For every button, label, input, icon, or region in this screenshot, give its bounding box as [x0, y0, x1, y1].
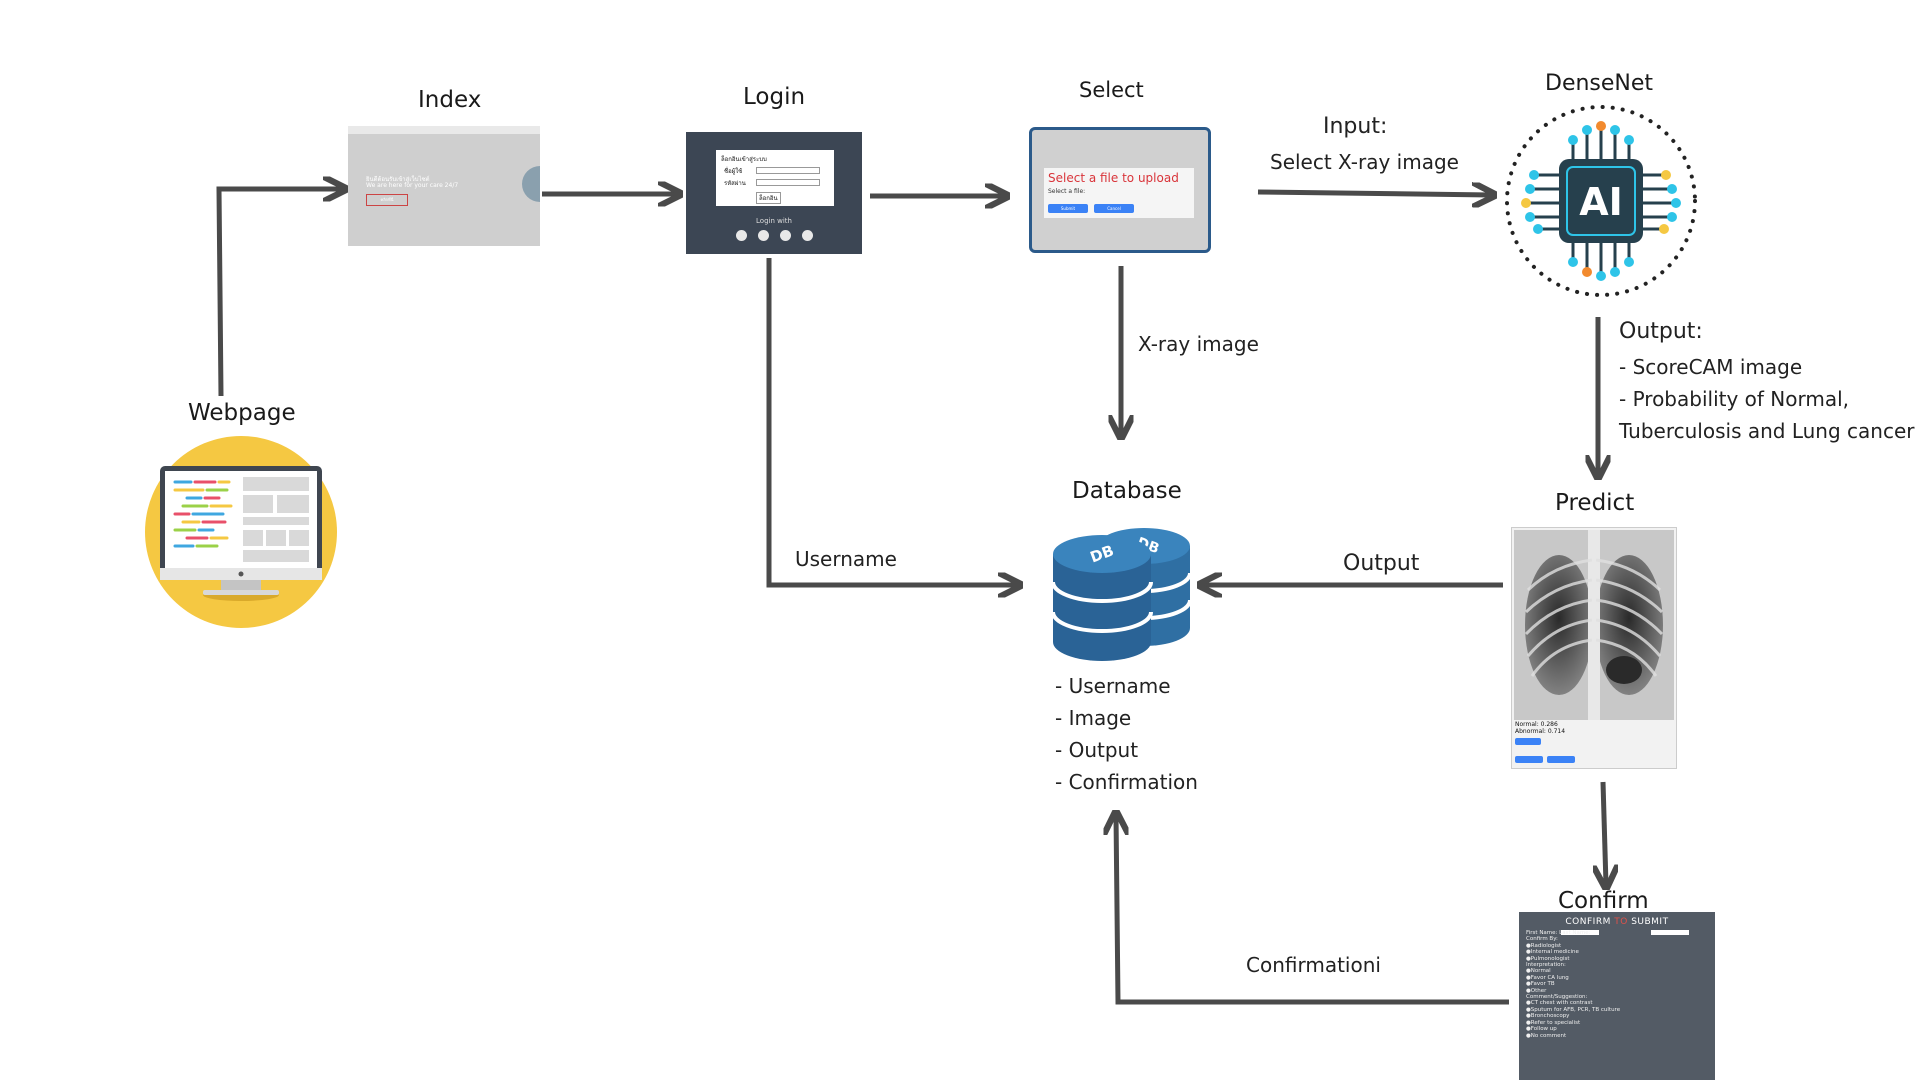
- login-form-panel: ล็อกอินเข้าสู่ระบบ ชื่อผู้ใช้ รหัสผ่าน ล…: [716, 150, 834, 206]
- confirm-line: ●Pulmonologist: [1526, 955, 1570, 962]
- confirm-line: ●Sputum for AFB, PCR, TB culture: [1526, 1006, 1621, 1013]
- confirm-line: ●Favor CA lung: [1526, 974, 1569, 981]
- confirm-line: First Name: Last Name:: [1526, 930, 1591, 936]
- database-field: - Output: [1055, 738, 1139, 762]
- confirm-header-b: SUBMIT: [1631, 917, 1669, 927]
- chest-xray-icon: [1514, 530, 1674, 720]
- ai-chip-label: AI: [1579, 180, 1623, 224]
- arrow-confirm-to-database: [1116, 815, 1509, 1005]
- select-title: Select: [1079, 78, 1144, 102]
- database-fields-list: - Username - Image - Output - Confirmati…: [1055, 670, 1198, 798]
- database-field: - Image: [1055, 706, 1132, 730]
- confirm-line: ●Normal: [1526, 968, 1551, 975]
- select-page-thumbnail: Select a file to upload Select a file: S…: [1029, 127, 1211, 253]
- confirm-line: ●CT chest with contrast: [1526, 1000, 1593, 1007]
- arrow-select-to-densenet: [1257, 192, 1492, 195]
- output-item: Tuberculosis and Lung cancer: [1619, 419, 1915, 443]
- index-headline: ยินดีต้อนรับเข้าสู่เว็บไซต์: [366, 176, 430, 183]
- confirm-line: Confirm By:: [1526, 936, 1558, 943]
- confirm-header-a: CONFIRM: [1565, 917, 1611, 927]
- select-submit-button: Submit: [1048, 204, 1088, 213]
- confirm-line: Comment/Suggestion:: [1526, 994, 1588, 1001]
- input-title: Input:: [1323, 114, 1388, 139]
- login-page-thumbnail: ล็อกอินเข้าสู่ระบบ ชื่อผู้ใช้ รหัสผ่าน ล…: [686, 132, 862, 254]
- confirm-line: Interpretation:: [1526, 962, 1566, 969]
- normal-probability: Normal: 0.286: [1515, 721, 1558, 728]
- output-section-title: Output:: [1619, 319, 1703, 344]
- abnormal-probability: Abnormal: 0.714: [1515, 728, 1566, 735]
- username-label: Username: [795, 547, 897, 571]
- arrow-login-to-database: [766, 258, 1018, 585]
- login-title: Login: [743, 84, 806, 110]
- database-field: - Username: [1055, 674, 1171, 698]
- index-title: Index: [418, 87, 482, 113]
- login-heading: ล็อกอินเข้าสู่ระบบ: [721, 156, 767, 163]
- index-nav-bar: [348, 126, 540, 134]
- confirm-line: ●Favor TB: [1526, 981, 1555, 988]
- select-upload-panel: Select a file to upload Select a file: S…: [1044, 168, 1194, 218]
- output-section-list: - ScoreCAM image - Probability of Normal…: [1619, 351, 1915, 447]
- confirm-line: ●Radiologist: [1526, 942, 1562, 949]
- xray-image-label: X-ray image: [1138, 332, 1259, 356]
- google-icon: [758, 230, 769, 241]
- index-page-thumbnail: ยินดีต้อนรับเข้าสู่เว็บไซต์ We are here …: [348, 126, 540, 246]
- confirm-page-thumbnail: CONFIRM TO SUBMIT First Name: Last Name:…: [1519, 912, 1715, 1080]
- login-user-label: ชื่อผู้ใช้: [724, 168, 743, 175]
- login-submit-button: ล็อกอิน: [756, 192, 781, 204]
- monitor-icon: [145, 436, 337, 628]
- database-icon: DB DB: [1051, 528, 1192, 661]
- output-item: - Probability of Normal,: [1619, 387, 1850, 411]
- ai-chip-icon: AI: [1505, 105, 1697, 297]
- xray-image: [1514, 530, 1674, 720]
- predict-results: Normal: 0.286 Abnormal: 0.714: [1515, 721, 1565, 735]
- input-text: Select X-ray image: [1270, 150, 1459, 174]
- confirm-line: ●Bronchoscopy: [1526, 1013, 1570, 1020]
- predict-button-1: [1515, 738, 1541, 745]
- confirm-line: ●Internal medicine: [1526, 949, 1579, 956]
- login-pass-field: [756, 179, 820, 186]
- densenet-title: DenseNet: [1545, 71, 1654, 96]
- arrow-webpage-to-index: [216, 189, 343, 397]
- output-label: Output: [1343, 551, 1420, 576]
- database-cylinder-front: DB: [1051, 535, 1153, 661]
- confirm-header: CONFIRM TO SUBMIT: [1519, 917, 1715, 927]
- database-title: Database: [1072, 478, 1182, 504]
- index-cta-button: คลิกที่นี่: [366, 194, 408, 206]
- confirm-line: ●No comment: [1526, 1032, 1567, 1039]
- confirm-form-lines: First Name: Last Name: Confirm By: ●Radi…: [1526, 930, 1620, 1039]
- predict-page-thumbnail: Normal: 0.286 Abnormal: 0.714: [1511, 527, 1677, 769]
- confirmation-label: Confirmationi: [1246, 953, 1381, 977]
- instagram-icon: [780, 230, 791, 241]
- confirm-line: ●Refer to specialist: [1526, 1019, 1581, 1026]
- database-field: - Confirmation: [1055, 770, 1198, 794]
- login-with-text: Login with: [756, 217, 792, 225]
- confirm-line: ●Other: [1526, 987, 1547, 994]
- facebook-icon: [736, 230, 747, 241]
- index-subline: We are here for your care 24/7: [366, 182, 459, 189]
- first-name-field: [1561, 930, 1599, 935]
- predict-button-3: [1547, 756, 1575, 763]
- output-item: - ScoreCAM image: [1619, 355, 1803, 379]
- select-cancel-button: Cancel: [1094, 204, 1134, 213]
- mail-icon: [802, 230, 813, 241]
- login-pass-label: รหัสผ่าน: [724, 180, 746, 187]
- select-heading: Select a file to upload: [1048, 171, 1179, 185]
- predict-button-2: [1515, 756, 1543, 763]
- last-name-field: [1651, 930, 1689, 935]
- index-illustration: [522, 166, 540, 202]
- confirm-line: ●Follow up: [1526, 1026, 1557, 1033]
- confirm-title: Confirm: [1558, 888, 1649, 914]
- select-file-label: Select a file:: [1048, 188, 1086, 195]
- confirm-header-to: TO: [1614, 917, 1628, 927]
- predict-title: Predict: [1555, 490, 1635, 516]
- login-user-field: [756, 167, 820, 174]
- arrow-predict-to-confirm: [1603, 781, 1606, 885]
- webpage-title: Webpage: [188, 400, 296, 426]
